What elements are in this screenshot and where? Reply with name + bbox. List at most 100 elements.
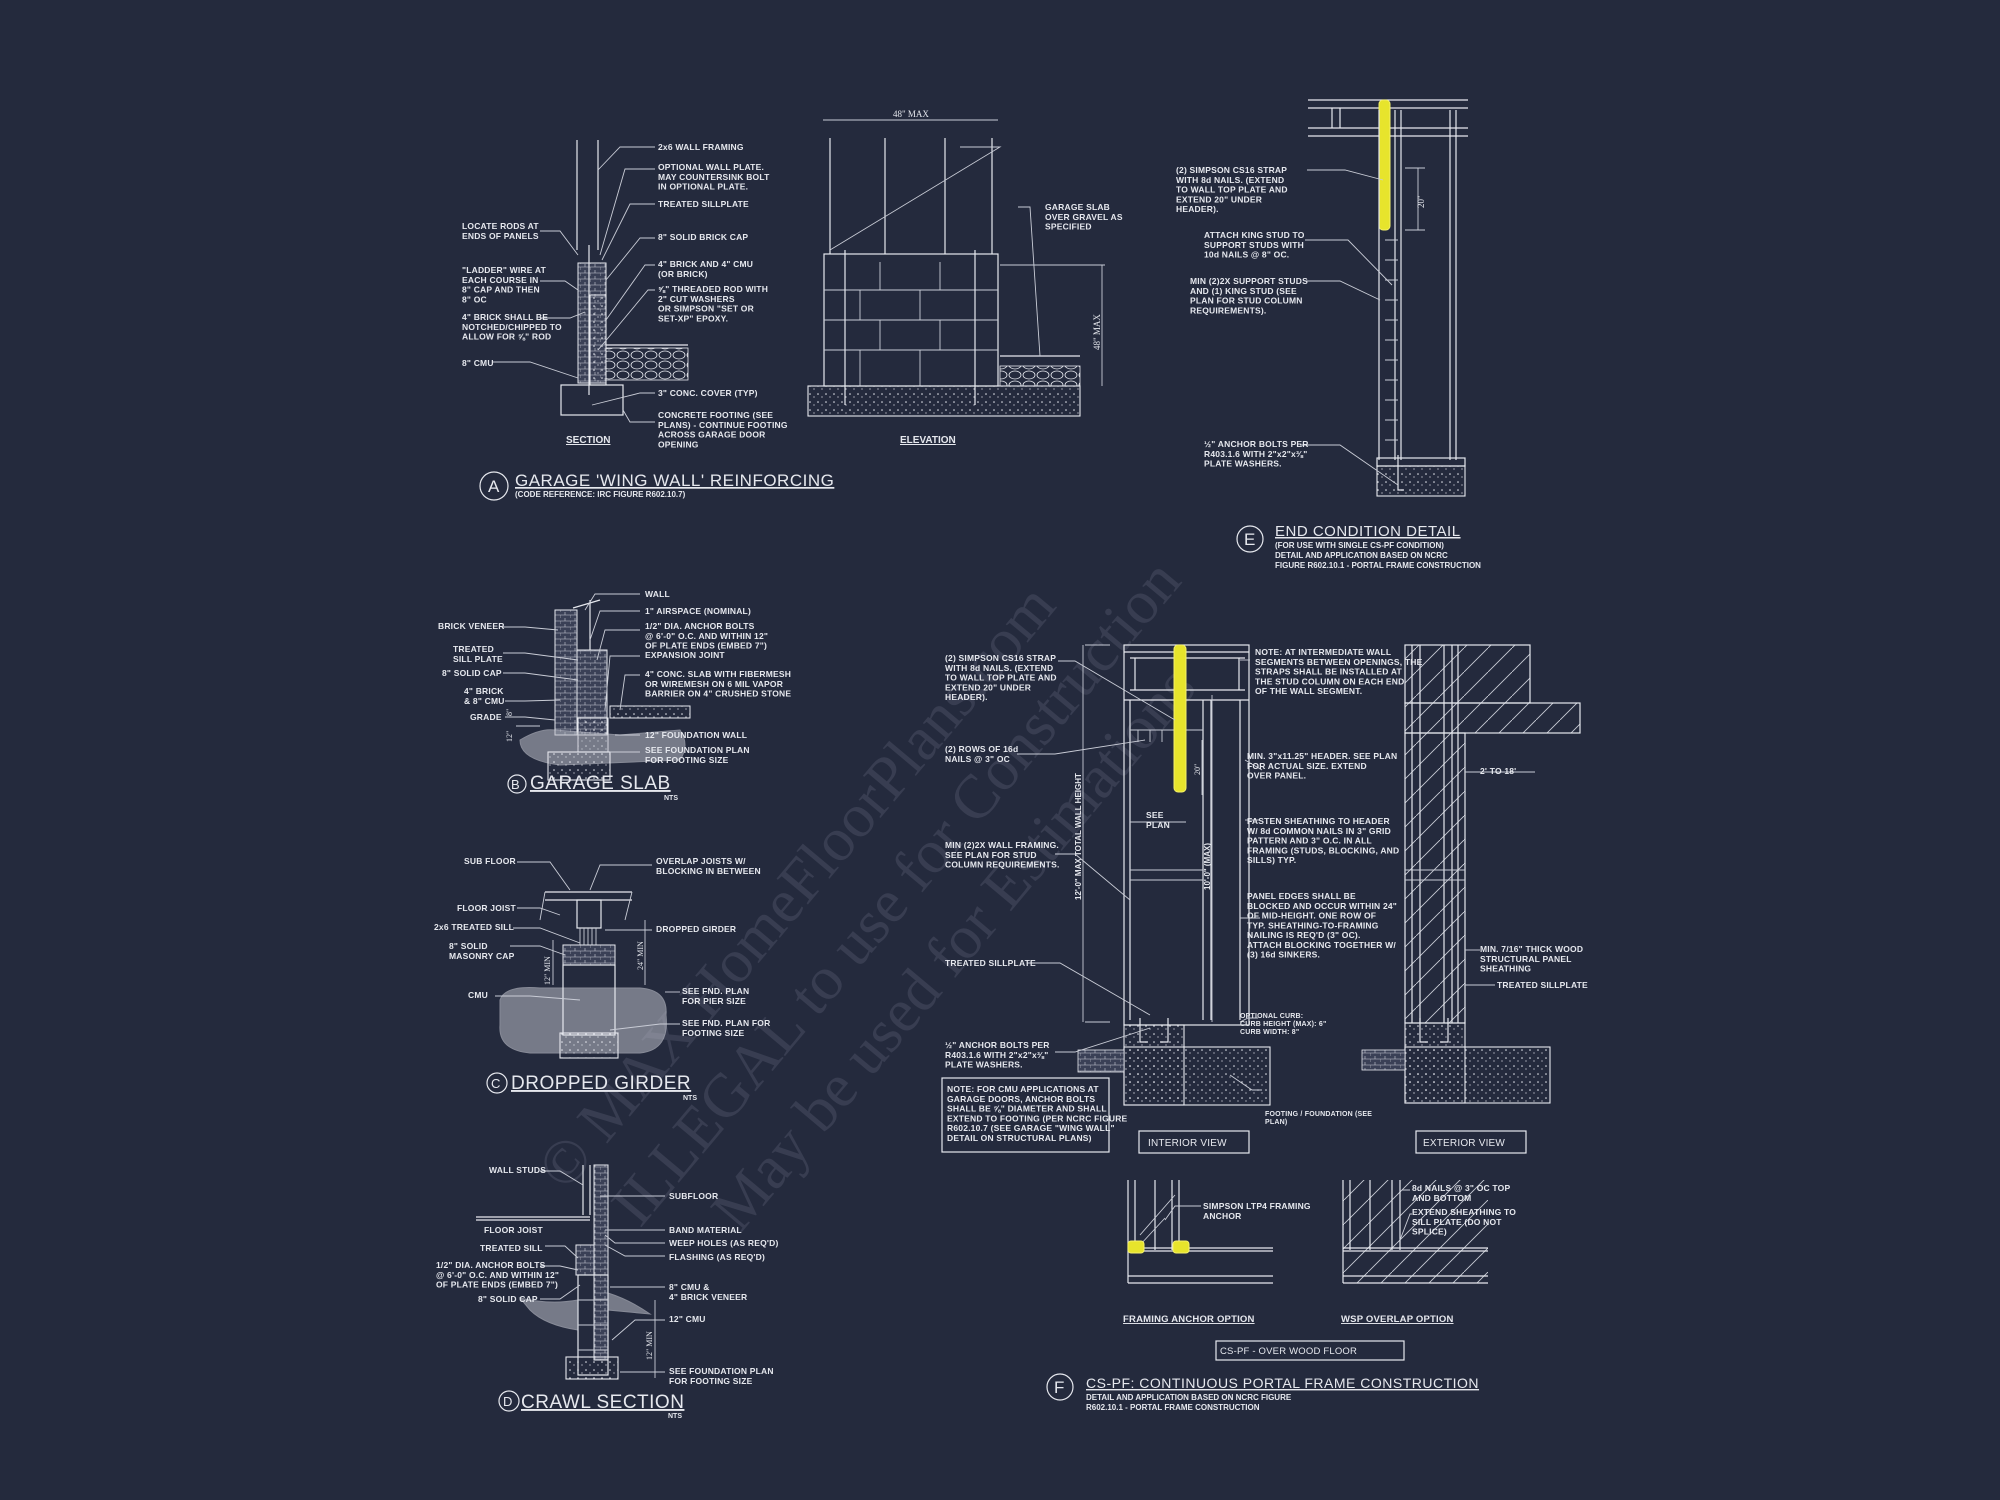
label-foundation-wall: 12" FOUNDATION WALL (645, 730, 747, 740)
detail-a-marker: A (488, 477, 500, 496)
section-label: SECTION (566, 435, 610, 446)
label-airspace: 1" AIRSPACE (NOMINAL) (645, 606, 751, 616)
dim-10ft-max: 10'-0" (MAX) (1203, 843, 1212, 890)
detail-b-scale: NTS (664, 795, 678, 802)
elevation-label: ELEVATION (900, 435, 956, 446)
detail-e-subtitle-3: FIGURE R602.10.1 - PORTAL FRAME CONSTRUC… (1275, 561, 1481, 570)
dim-8in: 8" (505, 709, 514, 716)
label-treated-sillplate: TREATED SILLPLATE (945, 958, 1036, 968)
detail-c-dropped-girder: 12" MIN 24" MIN SUB FLOOR FLOOR JOIST 2x… (434, 856, 770, 1102)
label-floor-joist: FLOOR JOIST (484, 1225, 543, 1235)
wsp-overlap-option-label: WSP OVERLAP OPTION (1341, 1314, 1454, 1325)
detail-e-title: END CONDITION DETAIL (1275, 523, 1461, 540)
detail-b-title-block: B GARAGE SLAB NTS (507, 773, 678, 802)
detail-e-leaders (1300, 169, 1399, 486)
label-dropped-girder: DROPPED GIRDER (656, 924, 736, 934)
detail-d-scale: NTS (668, 1413, 682, 1420)
label-band-material: BAND MATERIAL (669, 1225, 742, 1235)
label-anchor-bolts: 1/2" DIA. ANCHOR BOLTS@ 6'-0" O.C. AND W… (436, 1260, 559, 1290)
detail-c-title-block: C DROPPED GIRDER NTS (486, 1072, 697, 1102)
label-overlap-joists: OVERLAP JOISTS W/BLOCKING IN BETWEEN (656, 856, 761, 876)
label-solid-brick-cap: 8" SOLID BRICK CAP (658, 232, 748, 242)
detail-f-exterior-drawing: 2' TO 18' (1361, 644, 1581, 1104)
detail-b-marker: B (511, 777, 520, 792)
dim-24-min: 24" MIN (636, 941, 645, 970)
exterior-view-label: EXTERIOR VIEW (1423, 1138, 1505, 1149)
label-brick-notched: 4" BRICK SHALL BE (462, 312, 548, 322)
detail-a-wing-wall: SECTION 48" MAX 48" MAX ELEVATION (462, 109, 1123, 501)
label-2x6-treated-sill: 2x6 TREATED SILL (434, 922, 514, 932)
label-flashing: FLASHING (AS REQ'D) (669, 1252, 765, 1262)
label-optional-curb: OPTIONAL CURB:CURB HEIGHT (MAX): 6"CURB … (1240, 1013, 1326, 1036)
over-wood-floor-label-box: CS-PF - OVER WOOD FLOOR (1215, 1340, 1405, 1361)
detail-a-elevation-drawing: 48" MAX 48" MAX ELEVATION (807, 109, 1105, 446)
label-brick-cmu: 4" BRICK& 8" CMU (464, 686, 505, 706)
label-2x6-wall-framing: 2x6 WALL FRAMING (658, 142, 744, 152)
detail-d-title-block: D CRAWL SECTION NTS (498, 1390, 684, 1420)
detail-a-leaders (493, 146, 1041, 423)
label-wall: WALL (645, 589, 670, 599)
svg-text:8" CMU: 8" CMU (462, 358, 494, 368)
detail-a-section-drawing: SECTION (560, 140, 689, 446)
label-12-cmu: 12" CMU (669, 1314, 706, 1324)
dim-48-max-side: 48" MAX (1092, 314, 1102, 350)
label-cmu: CMU (468, 990, 488, 1000)
detail-c-scale: NTS (683, 1095, 697, 1102)
label-treated-sillplate: TREATED SILLPLATE (658, 199, 749, 209)
label-anchor-bolts: 1/2" DIA. ANCHOR BOLTS@ 6'-0" O.C. AND W… (645, 621, 768, 651)
detail-d-drawing: 12" MIN (476, 1164, 656, 1380)
detail-b-drawing: 8" 12" (505, 599, 691, 781)
label-optional-wall-plate: OPTIONAL WALL PLATE.MAY COUNTERSINK BOLT… (658, 162, 770, 192)
detail-d-title: CRAWL SECTION (521, 1392, 684, 1413)
detail-e-subtitle-2: DETAIL AND APPLICATION BASED ON NCRC (1275, 551, 1448, 560)
label-ladder-wire: "LADDER" WIRE AT (462, 265, 547, 275)
label-floor-joist: FLOOR JOIST (457, 903, 516, 913)
label-conc-cover: 3" CONC. COVER (TYP) (658, 388, 758, 398)
dim-20in: 20" (1193, 764, 1202, 775)
label-grade: GRADE (470, 712, 502, 722)
detail-a-subtitle: (CODE REFERENCE: IRC FIGURE R602.10.7) (515, 490, 686, 499)
detail-f-view-labels: INTERIOR VIEW EXTERIOR VIEW (1138, 1130, 1527, 1154)
detail-e-title-block: E END CONDITION DETAIL (FOR USE WITH SIN… (1236, 523, 1481, 570)
label-min-wall-framing: MIN (2)2X WALL FRAMING.SEE PLAN FOR STUD… (945, 840, 1060, 870)
label-solid-cap: 8" SOLID CAP (442, 668, 502, 678)
detail-f-leaders (1017, 659, 1495, 1091)
dim-20in: 20" (1416, 195, 1426, 208)
dim-12-min: 12" MIN (543, 956, 552, 985)
label-8in-cmu: 8" CMU (462, 358, 494, 368)
label-weep-holes: WEEP HOLES (AS REQ'D) (669, 1238, 779, 1248)
interior-view-label: INTERIOR VIEW (1148, 1138, 1227, 1149)
label-brick-veneer: BRICK VENEER (438, 621, 505, 631)
